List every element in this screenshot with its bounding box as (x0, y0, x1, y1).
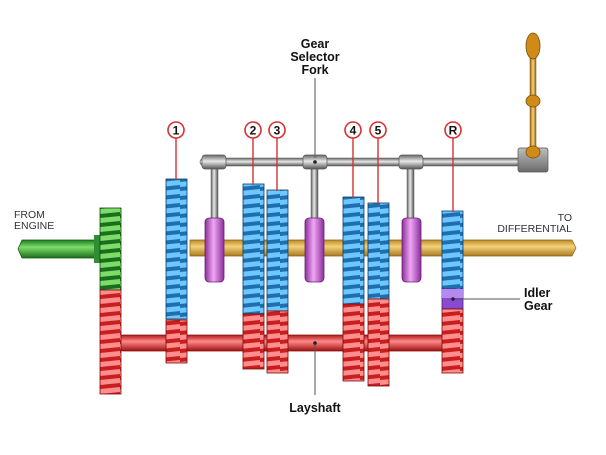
layshaft-drive-gear (99, 289, 122, 395)
label-line: ENGINE (14, 220, 55, 232)
gear-marker-label-r: R (449, 124, 458, 138)
gear-marker-label-1: 1 (173, 124, 180, 138)
selector-collar-2 (304, 217, 325, 283)
from-engine-label: FROM ENGINE (14, 210, 54, 232)
gear-lever-knob (525, 32, 541, 60)
gear-marker-2 (244, 121, 262, 139)
input-hub (94, 235, 102, 263)
idler-gear-pin (451, 297, 455, 301)
gear-2-layshaft (242, 313, 265, 370)
gear-1-output (165, 178, 188, 320)
marker-leaders (175, 138, 454, 212)
fork-slider-2-dot (313, 160, 317, 164)
fork-slider-1 (201, 154, 227, 170)
gear-4-layshaft (342, 303, 365, 382)
label-line: Idler (524, 286, 551, 300)
gear-3-output (266, 189, 289, 312)
selector-collar-3 (401, 217, 422, 283)
gear-marker-r (444, 121, 462, 139)
gear-1-layshaft (165, 319, 188, 364)
gear-2-output (242, 183, 265, 315)
gear-5-output (367, 202, 390, 300)
idler-gear-highlight (442, 289, 463, 298)
label-line: Fork (301, 63, 329, 77)
gear-r-output (441, 210, 464, 290)
gear-markers: 1 2 3 4 5 R (167, 121, 462, 139)
selector-rod (199, 157, 523, 167)
gear-marker-1 (167, 121, 185, 139)
gear-selector-fork-label: Gear Selector Fork (280, 38, 350, 77)
gear-r-layshaft (441, 308, 464, 374)
gear-marker-4 (344, 121, 362, 139)
gear-3-layshaft (266, 310, 289, 374)
selector-collar-1 (204, 217, 225, 283)
gear-lever-joint (525, 94, 541, 108)
gear-marker-3 (268, 121, 286, 139)
label-line: TO (557, 212, 572, 224)
input-shaft (17, 239, 101, 259)
gear-4-output (342, 196, 365, 305)
gear-marker-label-5: 5 (375, 124, 382, 138)
fork-stem-1 (210, 163, 219, 223)
fork-stem-2 (310, 163, 319, 223)
layshaft-callout-dot (313, 341, 317, 345)
gear-marker-5 (369, 121, 387, 139)
idler-gear-label: Idler Gear (524, 287, 553, 313)
gear-5-layshaft (367, 298, 390, 387)
layshaft-label: Layshaft (289, 401, 341, 415)
input-gear (99, 207, 122, 291)
label-line: Gear (300, 37, 330, 51)
gear-marker-label-3: 3 (274, 124, 281, 138)
to-differential-label: TO DIFFERENTIAL (480, 213, 572, 235)
fork-stem-3 (406, 163, 415, 223)
fork-slider-3 (398, 154, 424, 170)
label-line: FROM (14, 209, 45, 221)
label-line: DIFFERENTIAL (497, 223, 572, 235)
gear-lever-pivot (525, 145, 541, 159)
label-line: Gear (524, 299, 553, 313)
gear-marker-label-2: 2 (250, 124, 257, 138)
gear-marker-label-4: 4 (350, 124, 357, 138)
label-line: Selector (290, 50, 340, 64)
